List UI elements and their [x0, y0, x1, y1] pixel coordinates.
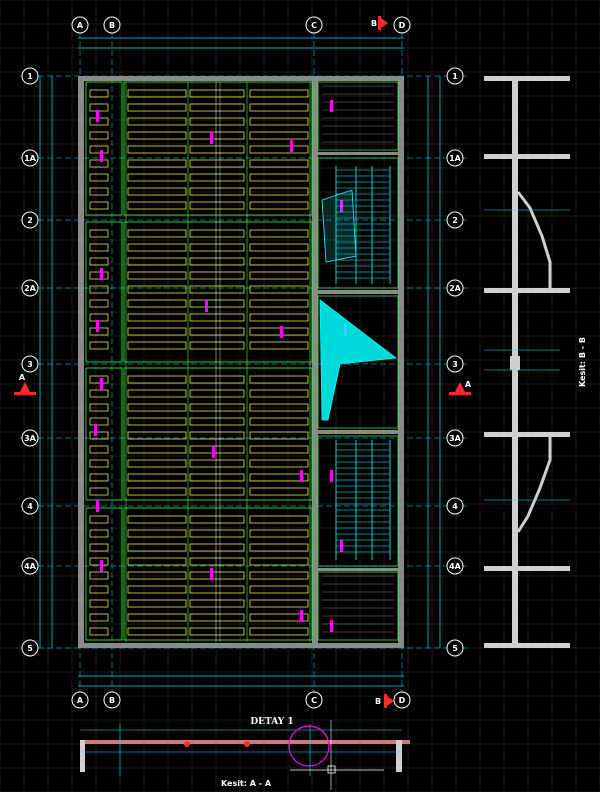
axis-bubble-left-4a: 4A	[21, 557, 39, 575]
section-marker-a-right: A	[449, 380, 472, 395]
axis-bubble-left-5: 5	[21, 639, 39, 657]
svg-text:2A: 2A	[449, 284, 462, 293]
svg-text:1: 1	[27, 72, 33, 81]
axis-bubble-left-1a: 1A	[21, 149, 39, 167]
axis-bubble-top-d: D	[393, 16, 411, 34]
svg-text:4: 4	[452, 502, 458, 511]
axis-bubble-right-4a: 4A	[446, 557, 464, 575]
axis-bubble-right-3a: 3A	[446, 429, 464, 447]
section-marker-b-bottom: B	[375, 694, 394, 708]
axis-bubble-right-4: 4	[446, 497, 464, 515]
svg-text:3: 3	[452, 360, 458, 369]
stair-treads	[322, 85, 394, 633]
axis-bubble-right-5: 5	[446, 639, 464, 657]
axis-bubble-top-c: C	[305, 16, 323, 34]
upper-stair	[321, 166, 391, 284]
axis-bubble-right-2: 2	[446, 211, 464, 229]
svg-text:1A: 1A	[24, 154, 37, 163]
svg-text:4A: 4A	[449, 562, 462, 571]
svg-text:2: 2	[27, 216, 33, 225]
svg-text:5: 5	[452, 644, 458, 653]
axis-bubble-left-3a: 3A	[21, 429, 39, 447]
svg-text:A: A	[465, 380, 472, 389]
axis-bubble-left-3: 3	[21, 355, 39, 373]
section-a-a-title: Kesit: A - A	[221, 779, 272, 788]
axis-bubble-right-2a: 2A	[446, 279, 464, 297]
axis-bubble-top-b: B	[103, 16, 121, 34]
axis-bubble-bottom-a: A	[71, 691, 89, 709]
svg-text:D: D	[399, 696, 406, 705]
section-marker-a-left: A	[14, 373, 36, 395]
axis-bubble-right-3: 3	[446, 355, 464, 373]
svg-text:1: 1	[452, 72, 458, 81]
floor-joists	[89, 82, 311, 642]
axis-bubble-left-2: 2	[21, 211, 39, 229]
axis-bubble-left-2a: 2A	[21, 279, 39, 297]
svg-text:B: B	[375, 697, 381, 706]
core-slab-wedge	[319, 299, 398, 421]
axis-bubble-bottom-d: D	[393, 691, 411, 709]
svg-text:4A: 4A	[24, 562, 37, 571]
svg-text:2A: 2A	[24, 284, 37, 293]
dimension-lines	[39, 37, 441, 687]
svg-text:B: B	[371, 19, 377, 28]
svg-text:3A: 3A	[449, 434, 462, 443]
plan-walls	[78, 76, 404, 648]
axis-bubble-left-4: 4	[21, 497, 39, 515]
svg-text:B: B	[109, 21, 115, 30]
svg-text:A: A	[19, 373, 26, 382]
section-marker-b-top: B	[371, 16, 388, 30]
svg-text:3: 3	[27, 360, 33, 369]
axis-bubble-top-a: A	[71, 16, 89, 34]
section-b-b-drawing: Kesit: B - B	[484, 76, 587, 648]
svg-text:4: 4	[27, 502, 33, 511]
svg-text:3A: 3A	[24, 434, 37, 443]
detail-title: DETAY 1	[250, 717, 293, 727]
svg-text:1A: 1A	[449, 154, 462, 163]
svg-text:C: C	[311, 21, 317, 30]
svg-text:D: D	[399, 21, 406, 30]
axis-bubbles: A A B B C C D D 1 1 1A 1A 2 2 2A 2A 3 3 3A 3A 4 4 4A 4A 5 5	[21, 16, 464, 709]
axis-bubble-left-1: 1	[21, 67, 39, 85]
detail-1-drawing: DETAY 1 Kesit: A - A	[80, 717, 410, 790]
slab-bays	[85, 81, 399, 641]
svg-text:A: A	[77, 696, 84, 705]
axis-bubble-right-1: 1	[446, 67, 464, 85]
axis-bubble-bottom-b: B	[103, 691, 121, 709]
svg-text:5: 5	[27, 644, 33, 653]
svg-text:C: C	[311, 696, 317, 705]
stair-core	[319, 166, 398, 560]
axis-bubble-right-1a: 1A	[446, 149, 464, 167]
svg-text:2: 2	[452, 216, 458, 225]
svg-text:B: B	[109, 696, 115, 705]
svg-text:A: A	[77, 21, 84, 30]
section-b-b-title: Kesit: B - B	[578, 337, 587, 387]
axis-bubble-bottom-c: C	[305, 691, 323, 709]
